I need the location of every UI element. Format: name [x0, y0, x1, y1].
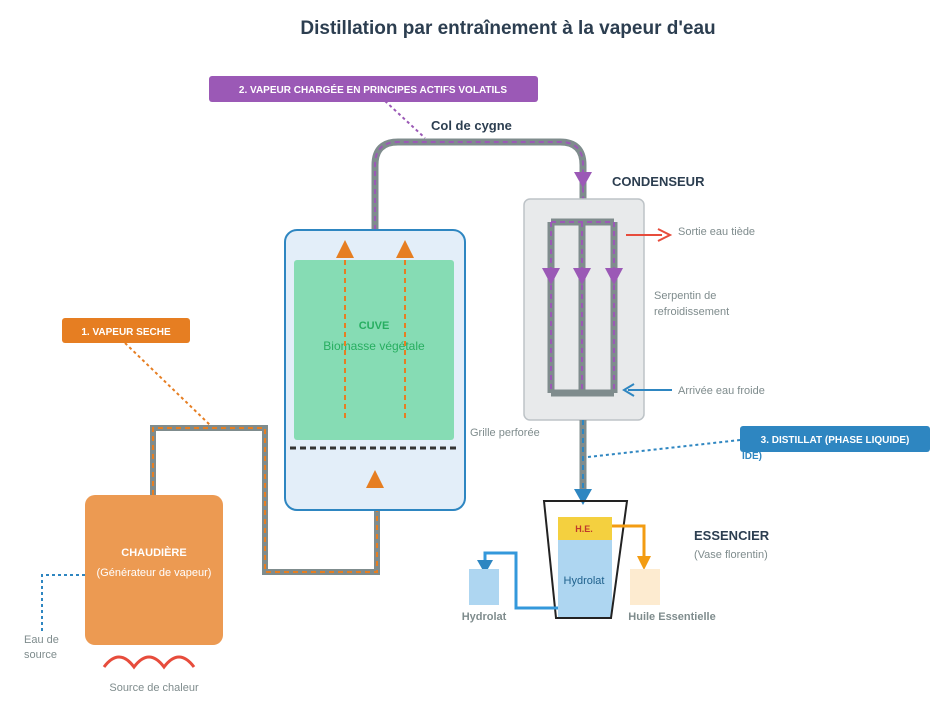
distillate-pipe: [574, 420, 592, 505]
grille-label: Grille perforée: [470, 427, 540, 439]
cuve-subtitle: Biomasse végétale: [323, 339, 425, 353]
hydrolat-out-label: Hydrolat: [462, 611, 507, 623]
steam-arrows: [336, 240, 414, 488]
sortie-eau-arrow: [626, 228, 673, 242]
essencier-subtitle: (Vase florentin): [694, 549, 768, 561]
serpentin-label-1: Serpentin de: [654, 290, 716, 302]
step2-label: 2. VAPEUR CHARGÉE EN PRINCIPES ACTIFS VO…: [239, 83, 508, 96]
hydrolat-inner-label: Hydrolat: [564, 575, 605, 587]
huile-label: Huile Essentielle: [628, 611, 715, 623]
serpentin-label-2: refroidissement: [654, 306, 729, 318]
chaudiere-subtitle: (Générateur de vapeur): [97, 567, 212, 579]
sortie-eau-label: Sortie eau tiède: [678, 226, 755, 238]
chaudiere-box: [85, 495, 223, 645]
step3-badge: [740, 426, 930, 452]
col-de-cygne-label: Col de cygne: [431, 118, 512, 133]
serpentin-coil: [542, 218, 623, 397]
diagram-title: Distillation par entraînement à la vapeu…: [300, 18, 715, 39]
arrivee-eau-arrow: [622, 383, 672, 397]
leader-step1: [124, 342, 211, 426]
essencier-title: ESSENCIER: [694, 528, 770, 543]
step1-label: 1. VAPEUR SECHE: [81, 327, 171, 338]
hydrolat-container: [469, 569, 499, 605]
eau-source-label-2: source: [24, 649, 57, 661]
eau-source-label-1: Eau de: [24, 634, 59, 646]
leader-eau-source: [41, 574, 85, 632]
arrivee-eau-label: Arrivée eau froide: [678, 385, 765, 397]
source-chaleur-label: Source de chaleur: [109, 682, 199, 694]
leader-step3: [587, 439, 741, 458]
huile-container: [630, 569, 660, 605]
chaudiere-title: CHAUDIÈRE: [121, 546, 186, 559]
step1-badge: [62, 318, 190, 343]
essencier-vase: [542, 500, 629, 619]
leader-step2: [384, 100, 426, 139]
he-outlet-pipe: [612, 524, 651, 570]
hydrolat-outlet-pipe: [477, 551, 558, 610]
heat-source-waves: [102, 655, 196, 670]
col-de-cygne-pipe: [371, 138, 587, 230]
cuve-title: CUVE: [359, 320, 390, 332]
step3-overflow-text: IDE): [742, 451, 762, 462]
step2-badge: [209, 76, 538, 102]
biomasse-area: [294, 260, 454, 440]
condenseur-title: CONDENSEUR: [612, 174, 705, 189]
steam-pipe-dry: [150, 425, 380, 575]
vapor-arrow-into-condenser: [574, 172, 592, 188]
step3-label: 3. DISTILLAT (PHASE LIQUIDE): [761, 435, 910, 446]
he-label: H.E.: [575, 524, 593, 534]
